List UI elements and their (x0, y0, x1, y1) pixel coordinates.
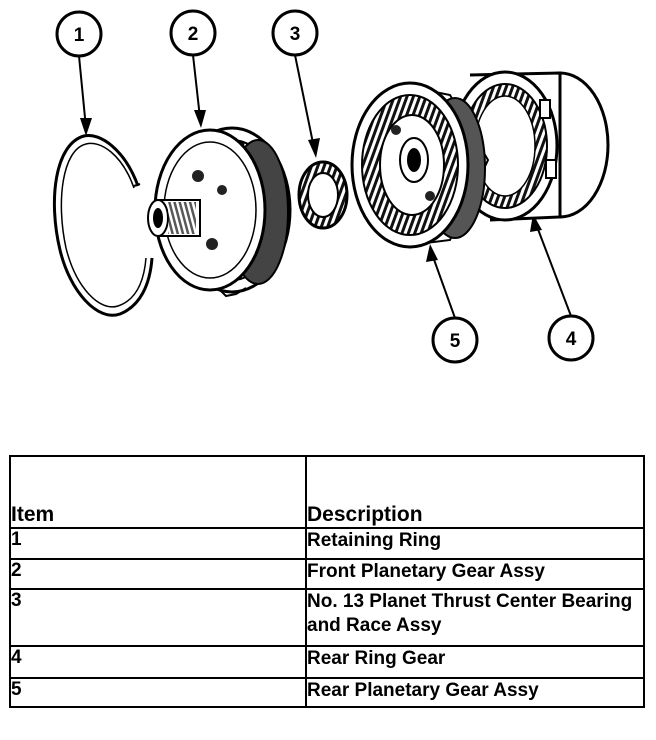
callout-5-label: 5 (450, 331, 461, 352)
callout-1-label: 1 (74, 25, 85, 46)
table-header-row: Item Description (9, 455, 645, 529)
callout-4: 4 (530, 214, 595, 362)
front-planetary-gear-assy (147, 126, 292, 298)
item-description: Rear Ring Gear (305, 645, 645, 679)
item-number: 2 (9, 558, 307, 590)
item-number: 5 (9, 677, 307, 708)
exploded-view-diagram: 1 2 3 5 4 (52, 9, 610, 364)
callout-2-label: 2 (188, 24, 199, 45)
table-row: 5 Rear Planetary Gear Assy (9, 677, 645, 708)
rear-planetary-gear-assy (350, 81, 490, 249)
table-row: 1 Retaining Ring (9, 527, 645, 560)
retaining-ring (52, 133, 154, 317)
item-description: No. 13 Planet Thrust Center Bearing and … (305, 588, 645, 647)
callout-1: 1 (55, 10, 103, 136)
item-number: 1 (9, 527, 307, 560)
parts-table: Item Description 1 Retaining Ring 2 Fron… (9, 455, 645, 708)
table-row: 2 Front Planetary Gear Assy (9, 558, 645, 590)
table-row: 4 Rear Ring Gear (9, 645, 645, 679)
table-row: 3 No. 13 Planet Thrust Center Bearing an… (9, 588, 645, 647)
item-number: 4 (9, 645, 307, 679)
callout-5: 5 (426, 244, 479, 364)
item-description: Rear Planetary Gear Assy (305, 677, 645, 708)
callout-4-label: 4 (566, 329, 577, 350)
callout-3-label: 3 (290, 24, 301, 45)
thrust-bearing-race (297, 160, 349, 230)
callout-3: 3 (271, 9, 320, 158)
description-column-header: Description (305, 455, 645, 529)
item-description: Retaining Ring (305, 527, 645, 560)
item-column-header: Item (9, 455, 307, 529)
rear-ring-gear (451, 70, 610, 222)
callout-2: 2 (169, 9, 217, 128)
item-description: Front Planetary Gear Assy (305, 558, 645, 590)
item-number: 3 (9, 588, 307, 647)
